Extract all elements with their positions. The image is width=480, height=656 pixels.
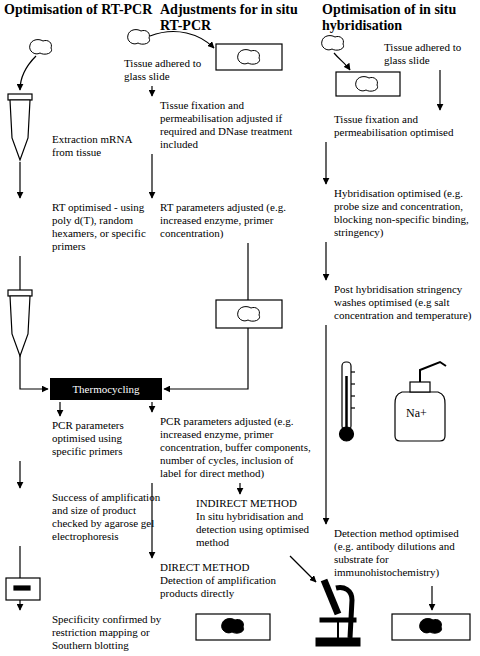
column-heading: Optimisation of in situ hybridisation (322, 2, 478, 34)
method-heading: DIRECT METHOD (160, 561, 302, 574)
wash-bottle-icon (410, 382, 430, 392)
step-text: Detection method optimised (e.g. antibod… (318, 526, 478, 580)
glass-slide (336, 72, 400, 96)
step-label: Tissue adhered to glass slide (384, 41, 476, 67)
glass-slide (196, 614, 270, 640)
step-text: Tissue fixation and permeabilisation adj… (144, 98, 304, 152)
thermometer-icon (351, 383, 355, 384)
step-label: Detection of amplification products dire… (160, 574, 302, 600)
tube-icon (8, 290, 32, 296)
step-text: Tissue adhered to glass slide (384, 40, 478, 68)
column-heading: Adjustments for in situ RT-PCR (160, 2, 320, 34)
step-text: PCR parameters optimised using specific … (4, 418, 154, 459)
stained-tissue (420, 619, 442, 634)
flow-arrow (151, 402, 152, 412)
step-label: Post hybridisation stringency washes opt… (334, 283, 476, 322)
thermocycler-block: Thermocycling (50, 378, 162, 400)
flow-arrow (59, 402, 60, 416)
thermometer-icon (340, 362, 356, 441)
microscope-icon (324, 580, 338, 614)
tissue-sample (238, 50, 260, 65)
gel-icon (6, 578, 40, 600)
step-text: Specificity confirmed by restriction map… (4, 612, 172, 653)
step-text: Success of amplification and size of pro… (4, 490, 164, 544)
step-label: In situ hybridisation and detection usin… (196, 510, 314, 549)
microscope-icon (316, 580, 360, 646)
tube-icon (10, 100, 30, 160)
tissue-sample (356, 77, 378, 92)
tube-icon (8, 94, 32, 356)
tissue-sample (128, 30, 150, 45)
flow-arrow (151, 154, 152, 198)
tube-icon (8, 94, 32, 100)
microscope-icon (316, 638, 360, 646)
curved-arrow (150, 32, 214, 48)
ion-label: Na+ (406, 406, 438, 420)
flow-arrow (325, 325, 326, 524)
step-label: Tissue fixation and permeabilisation adj… (160, 99, 302, 151)
column-heading: Optimisation of RT-PCR (4, 2, 154, 18)
tissue-sample (238, 307, 260, 322)
step-label: Thermocycling (52, 379, 160, 399)
flow-arrow (19, 461, 20, 488)
step-text: INDIRECT METHODIn situ hybridisation and… (196, 496, 316, 550)
curved-arrow (334, 53, 350, 70)
tissue-sample (238, 50, 378, 322)
step-label: Extraction mRNA from tissue (52, 133, 154, 159)
flow-arrow (19, 162, 20, 198)
flow-arrow (239, 483, 240, 494)
step-text: Tissue fixation and permeabilisation opt… (318, 112, 478, 140)
thermometer-icon (342, 362, 351, 430)
curved-arrow (290, 556, 316, 582)
glass-slide (216, 300, 282, 328)
step-label: PCR parameters optimised using specific … (52, 419, 152, 458)
wash-bottle-icon (395, 362, 446, 441)
microscope-icon (337, 622, 339, 638)
step-text: Hybridisation optimised (e.g. probe size… (318, 186, 478, 240)
step-text: Extraction mRNA from tissue (4, 132, 156, 160)
step-text: PCR parameters adjusted (e.g. increased … (144, 414, 316, 481)
flow-arrow (325, 142, 326, 184)
method-heading: INDIRECT METHOD (196, 497, 314, 510)
wash-bottle-icon (395, 392, 445, 441)
step-label: Tissue fixation and permeabilisation opt… (334, 113, 476, 139)
step-label: Detection method optimised (e.g. antibod… (334, 527, 476, 579)
glass-slide (216, 44, 282, 70)
thermometer-icon (345, 376, 348, 430)
flow-arrow (439, 70, 440, 110)
step-label: PCR parameters adjusted (e.g. increased … (160, 415, 314, 480)
flow-arrow (151, 86, 152, 96)
stained-tissue (222, 619, 244, 634)
step-text: Tissue adhered to glass slide (124, 56, 212, 84)
stained-tissue (222, 619, 442, 634)
thermometer-icon (351, 407, 355, 408)
wash-bottle-icon (420, 362, 446, 382)
thermometer-icon (351, 395, 355, 396)
step-label: Tissue adhered to glass slide (124, 57, 210, 83)
curved-arrow (20, 56, 36, 90)
step-text: Post hybridisation stringency washes opt… (318, 282, 478, 323)
step-label: RT optimised - using poly d(T), random h… (52, 201, 162, 253)
step-label: Hybridisation optimised (e.g. probe size… (334, 187, 476, 239)
step-label: Success of amplification and size of pro… (52, 491, 162, 543)
microscope-icon (320, 618, 356, 622)
step-label: Specificity confirmed by restriction map… (52, 613, 170, 652)
glass-slide (392, 614, 470, 640)
curved-arrow (431, 586, 432, 610)
thermometer-icon (351, 371, 355, 372)
tissue-sample (30, 30, 344, 55)
step-text: DIRECT METHODDetection of amplification … (144, 560, 304, 601)
step-label: RT parameters adjusted (e.g. increased e… (160, 201, 302, 240)
tissue-sample (322, 36, 344, 51)
step-text: RT parameters adjusted (e.g. increased e… (144, 200, 304, 241)
gel-icon (6, 578, 40, 600)
gel-icon (14, 586, 30, 590)
step-text: RT optimised - using poly d(T), random h… (4, 200, 164, 254)
tube-icon (10, 296, 30, 356)
flow-arrow (325, 242, 326, 280)
tissue-sample (30, 40, 52, 55)
